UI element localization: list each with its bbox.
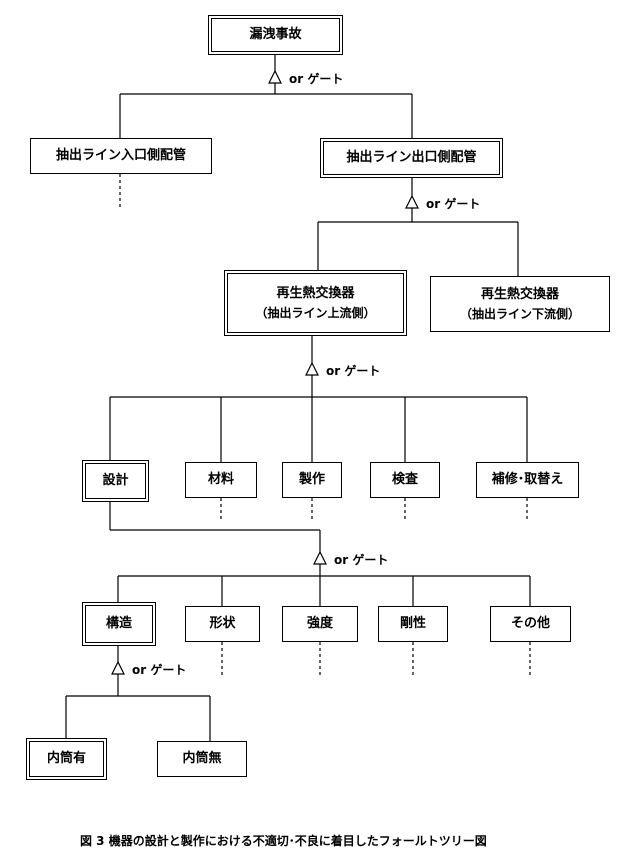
node-regen-hx-downstream: 再生熱交換器 （抽出ライン下流側） xyxy=(430,276,610,332)
node-label: 形状 xyxy=(209,616,236,632)
node-structure: 構造 xyxy=(82,602,156,646)
node-inner-tube-no: 内筒無 xyxy=(157,741,247,777)
node-label: 抽出ライン入口側配管 xyxy=(55,148,186,164)
node-rigidity: 剛性 xyxy=(378,606,448,642)
figure-caption: 図 3 機器の設計と製作における不適切･不良に着目したフォールトツリー図 xyxy=(80,834,487,848)
or-gate-icon xyxy=(305,361,319,376)
node-inspection: 検査 xyxy=(370,462,440,498)
node-label: 補修･取替え xyxy=(491,472,564,488)
gate-label: or ゲート xyxy=(426,197,481,211)
node-label: 剛性 xyxy=(399,616,426,632)
node-regen-hx-upstream: 再生熱交換器 （抽出ライン上流側） xyxy=(224,270,407,336)
node-outlet-piping: 抽出ライン出口側配管 xyxy=(320,138,503,178)
node-label: その他 xyxy=(510,616,550,632)
node-design: 設計 xyxy=(82,460,149,502)
node-inlet-piping: 抽出ライン入口側配管 xyxy=(30,138,212,174)
or-gate-icon xyxy=(405,194,419,209)
node-label: 再生熱交換器 xyxy=(276,286,355,302)
node-sublabel: （抽出ライン上流側） xyxy=(255,305,376,320)
node-other: その他 xyxy=(490,606,571,642)
node-sublabel: （抽出ライン下流側） xyxy=(459,306,580,321)
or-gate-icon xyxy=(313,550,327,565)
node-label: 再生熱交換器 xyxy=(480,287,559,303)
node-label: 製作 xyxy=(298,472,325,488)
node-label: 検査 xyxy=(391,472,418,488)
node-repair-replace: 補修･取替え xyxy=(476,462,579,498)
or-gate-icon xyxy=(268,69,282,84)
node-label: 内筒有 xyxy=(46,751,86,767)
node-label: 漏洩事故 xyxy=(249,27,302,43)
node-label: 構造 xyxy=(105,616,132,632)
node-label: 内筒無 xyxy=(182,751,222,767)
node-strength: 強度 xyxy=(282,606,358,642)
node-label: 設計 xyxy=(102,473,129,489)
node-shape: 形状 xyxy=(185,606,260,642)
node-material: 材料 xyxy=(185,462,257,498)
node-label: 抽出ライン出口側配管 xyxy=(346,150,477,166)
node-manufacture: 製作 xyxy=(282,462,342,498)
node-label: 材料 xyxy=(207,472,234,488)
or-gate-icon xyxy=(111,660,125,675)
gate-label: or ゲート xyxy=(326,364,381,378)
node-leak-accident: 漏洩事故 xyxy=(208,15,343,55)
node-label: 強度 xyxy=(306,616,333,632)
gate-label: or ゲート xyxy=(289,72,344,86)
gate-label: or ゲート xyxy=(132,663,187,677)
node-inner-tube-yes: 内筒有 xyxy=(26,738,107,780)
gate-label: or ゲート xyxy=(334,553,389,567)
